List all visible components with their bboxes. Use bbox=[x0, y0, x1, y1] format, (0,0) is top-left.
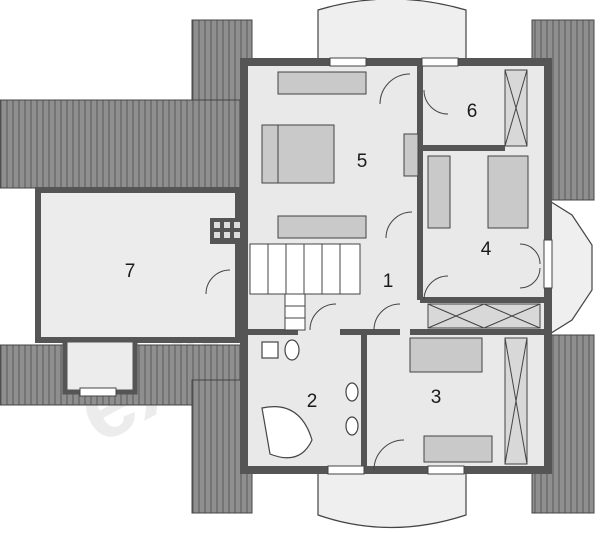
interior-walls bbox=[241, 62, 548, 470]
chimney bbox=[210, 218, 244, 244]
windows bbox=[79, 57, 553, 475]
bay-windows bbox=[317, 0, 593, 529]
bathroom-fixtures bbox=[261, 339, 359, 459]
room-label-3: 3 bbox=[431, 387, 442, 408]
room-5-furniture bbox=[261, 71, 419, 239]
room-4-6-furniture bbox=[427, 69, 541, 329]
room-label-7: 7 bbox=[125, 261, 136, 282]
room-3-furniture bbox=[409, 337, 528, 465]
room-labels: 1 2 3 4 5 6 7 bbox=[125, 101, 492, 412]
door-swings bbox=[205, 73, 541, 471]
room-label-6: 6 bbox=[467, 101, 478, 122]
staircase bbox=[249, 243, 361, 331]
room-label-4: 4 bbox=[481, 239, 492, 260]
room-7-floor bbox=[35, 187, 241, 343]
room-label-5: 5 bbox=[357, 151, 368, 172]
room-label-2: 2 bbox=[307, 391, 318, 412]
room-label-1: 1 bbox=[383, 271, 394, 292]
